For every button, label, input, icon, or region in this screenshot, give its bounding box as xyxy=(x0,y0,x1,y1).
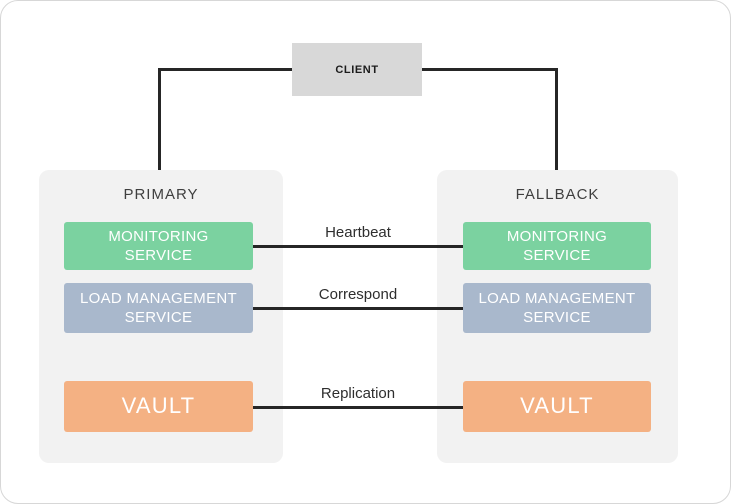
client-to-primary-connector-horizontal xyxy=(158,68,292,71)
primary-title: PRIMARY xyxy=(123,186,199,203)
replication-connector-line xyxy=(253,406,463,409)
heartbeat-connection-label: Heartbeat xyxy=(325,224,391,241)
primary-monitoring-service-node: MONITORING SERVICE xyxy=(64,222,253,270)
client-to-fallback-connector-vertical xyxy=(555,68,558,170)
fallback-monitoring-service-node: MONITORING SERVICE xyxy=(463,222,651,270)
primary-load-management-service-node: LOAD MANAGEMENT SERVICE xyxy=(64,283,253,333)
fallback-vault-node: VAULT xyxy=(463,381,651,432)
correspond-connector-line xyxy=(253,307,463,310)
fallback-load-management-service-node: LOAD MANAGEMENT SERVICE xyxy=(463,283,651,333)
primary-container: PRIMARY MONITORING SERVICE LOAD MANAGEME… xyxy=(39,170,283,463)
client-to-fallback-connector-horizontal xyxy=(422,68,558,71)
client-node: CLIENT xyxy=(292,43,422,96)
correspond-connection-label: Correspond xyxy=(318,286,398,303)
primary-vault-node: VAULT xyxy=(64,381,253,432)
fallback-container: FALLBACK MONITORING SERVICE LOAD MANAGEM… xyxy=(437,170,678,463)
replication-connection-label: Replication xyxy=(320,385,396,402)
heartbeat-connector-line xyxy=(253,245,463,248)
client-to-primary-connector-vertical xyxy=(158,68,161,170)
fallback-title: FALLBACK xyxy=(515,186,600,203)
